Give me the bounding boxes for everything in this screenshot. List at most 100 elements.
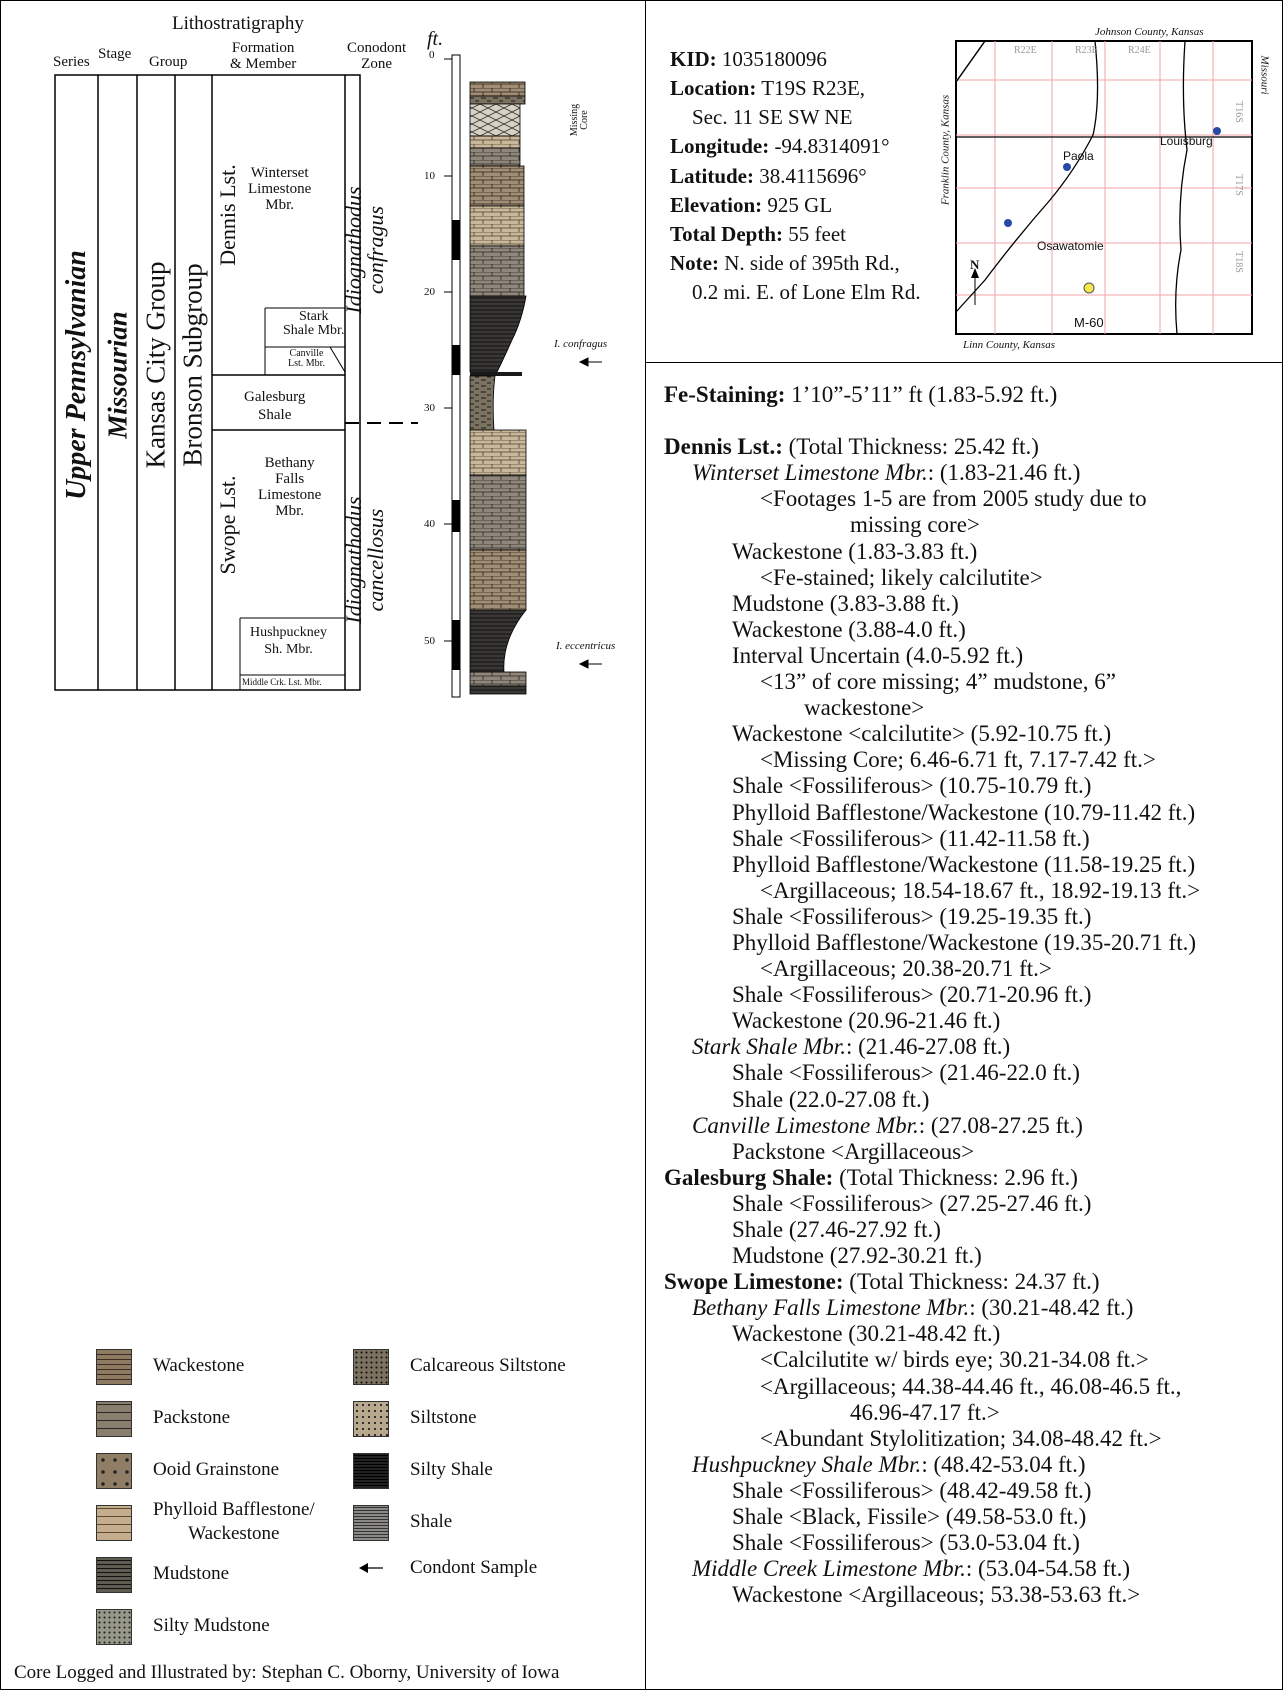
litho-unit xyxy=(469,245,525,297)
description-line: Galesburg Shale: (Total Thickness: 2.96 … xyxy=(664,1165,1200,1191)
legend-swatch-shale xyxy=(353,1505,389,1541)
site-marker xyxy=(1083,282,1095,294)
description-line: Interval Uncertain (4.0-5.92 ft.) xyxy=(664,643,1200,669)
legend-swatch-siltstone xyxy=(353,1401,389,1437)
stage-header: Stage xyxy=(98,46,132,62)
description-heading: Fe-Staining: xyxy=(664,382,786,407)
description-line: <Fe-stained; likely calcilutite> xyxy=(664,565,1200,591)
conodont-zone-upper: Idiognathodus confragus xyxy=(341,186,388,314)
sample-label-eccentricus: I. eccentricus xyxy=(556,640,616,652)
description-text: : (27.08-27.25 ft.) xyxy=(918,1112,1083,1138)
description-line: Shale (27.46-27.92 ft.) xyxy=(664,1217,1200,1243)
location-line-2: Sec. 11 SE SW NE xyxy=(692,105,853,129)
description-line: <Argillaceous; 18.54-18.67 ft., 18.92-19… xyxy=(664,878,1200,904)
description-text: Shale <Fossiliferous> (21.46-22.0 ft.) xyxy=(732,1060,1080,1086)
description-text: Shale <Fossiliferous> (11.42-11.58 ft.) xyxy=(732,825,1090,851)
description-member: Bethany Falls Limestone Mbr. xyxy=(692,1295,970,1321)
description-text: <Argillaceous; 44.38-44.46 ft., 46.08-46… xyxy=(760,1373,1182,1399)
description-line: missing core> xyxy=(664,512,1200,538)
description-line: Wackestone (30.21-48.42 ft.) xyxy=(664,1321,1200,1347)
map-range: R23E xyxy=(1075,45,1098,56)
location-map xyxy=(955,40,1253,335)
kid-line: KID: 1035180096 xyxy=(670,47,827,71)
total-depth-line: Total Depth: 55 feet xyxy=(670,222,846,246)
description-text: 1’10”-5’11” ft (1.83-5.92 ft.) xyxy=(785,382,1058,407)
description-heading: Galesburg Shale: xyxy=(664,1164,834,1190)
description-line: Canville Limestone Mbr.: (27.08-27.25 ft… xyxy=(664,1113,1200,1139)
location-line: Location: T19S R23E, xyxy=(670,76,866,100)
description-line: Bethany Falls Limestone Mbr.: (30.21-48.… xyxy=(664,1295,1200,1321)
conodont-header: Conodont Zone xyxy=(347,40,407,72)
description-line: Winterset Limestone Mbr.: (1.83-21.46 ft… xyxy=(664,460,1200,486)
depth-tick: 30 xyxy=(424,402,435,414)
litho-unit xyxy=(469,609,527,673)
legend-label: Silty Shale xyxy=(410,1459,493,1480)
stage-label: Missourian xyxy=(102,311,133,439)
description-line: Phylloid Bafflestone/Wackestone (11.58-1… xyxy=(664,852,1200,878)
member-winterset: Winterset Limestone Mbr. xyxy=(248,165,312,213)
litho-unit xyxy=(469,474,527,551)
litho-unit xyxy=(469,135,521,149)
map-north-county: Johnson County, Kansas xyxy=(1095,26,1204,38)
legend-arrow-icon xyxy=(359,1563,383,1573)
legend-swatch-packstone xyxy=(96,1401,132,1437)
description-line: Phylloid Bafflestone/Wackestone (10.79-1… xyxy=(664,800,1200,826)
description-text: missing core> xyxy=(850,512,980,538)
description-text: Shale <Fossiliferous> (19.25-19.35 ft.) xyxy=(732,903,1092,929)
description-text: Interval Uncertain (4.0-5.92 ft.) xyxy=(732,642,1024,668)
description-line: Shale <Black, Fissile> (49.58-53.0 ft.) xyxy=(664,1504,1200,1530)
legend-label: Wackestone xyxy=(153,1355,245,1376)
legend-swatch-mudstone xyxy=(96,1557,132,1593)
description-text: Wackestone (30.21-48.42 ft.) xyxy=(732,1321,1001,1347)
description-line: Wackestone <Argillaceous; 53.38-53.63 ft… xyxy=(664,1582,1200,1608)
depth-tick: 0 xyxy=(429,49,435,61)
depth-tick: 40 xyxy=(424,518,435,530)
description-text: Wackestone <calcilutite> (5.92-10.75 ft.… xyxy=(732,721,1112,747)
description-member: Stark Shale Mbr. xyxy=(692,1034,846,1060)
map-site-label: M-60 xyxy=(1074,315,1104,330)
description-text: <Argillaceous; 20.38-20.71 ft.> xyxy=(760,956,1052,982)
description-text: <Abundant Stylolitization; 34.08-48.42 f… xyxy=(760,1425,1162,1451)
depth-tick: 10 xyxy=(424,170,435,182)
description-line: Shale <Fossiliferous> (11.42-11.58 ft.) xyxy=(664,826,1200,852)
description-text: <Calcilutite w/ birds eye; 30.21-34.08 f… xyxy=(760,1347,1149,1373)
map-town-osawatomie: Osawatomie xyxy=(1037,239,1104,253)
core-description: Fe-Staining: 1’10”-5’11” ft (1.83-5.92 f… xyxy=(664,382,1200,1608)
description-member: Canville Limestone Mbr. xyxy=(692,1112,919,1138)
description-text: <13” of core missing; 4” mudstone, 6” xyxy=(760,669,1116,695)
subgroup-label: Bronson Subgroup xyxy=(177,263,208,467)
legend-label: Silty Mudstone xyxy=(153,1615,270,1636)
member-canville: Canville Lst. Mbr. xyxy=(288,348,325,369)
description-text: : (48.42-53.04 ft.) xyxy=(921,1451,1086,1477)
legend-label: Condont Sample xyxy=(410,1557,538,1578)
legend-swatch-ooid-grainstone xyxy=(96,1453,132,1489)
description-line: Shale <Fossiliferous> (48.42-49.58 ft.) xyxy=(664,1478,1200,1504)
description-line: Mudstone (3.83-3.88 ft.) xyxy=(664,591,1200,617)
description-line: Middle Creek Limestone Mbr.: (53.04-54.5… xyxy=(664,1556,1200,1582)
description-line: Shale <Fossiliferous> (27.25-27.46 ft.) xyxy=(664,1191,1200,1217)
map-east-state: Missouri xyxy=(1258,55,1271,95)
description-text: (Total Thickness: 2.96 ft.) xyxy=(833,1164,1078,1190)
description-text: : (1.83-21.46 ft.) xyxy=(927,460,1081,486)
description-line: Dennis Lst.: (Total Thickness: 25.42 ft.… xyxy=(664,434,1200,460)
description-line: Wackestone (1.83-3.83 ft.) xyxy=(664,539,1200,565)
description-line: Fe-Staining: 1’10”-5’11” ft (1.83-5.92 f… xyxy=(664,382,1200,408)
legend-label: Ooid Grainstone xyxy=(153,1459,280,1480)
legend-label: Mudstone xyxy=(153,1563,229,1584)
litho-unit xyxy=(469,165,525,207)
description-line: Mudstone (27.92-30.21 ft.) xyxy=(664,1243,1200,1269)
conodont-zone-lower: Idiognathodus cancellosus xyxy=(341,496,388,624)
missing-core-label: Missing Core xyxy=(569,103,590,137)
description-line: <Footages 1-5 are from 2005 study due to xyxy=(664,486,1200,512)
description-line xyxy=(664,408,1200,434)
description-text: : (30.21-48.42 ft.) xyxy=(969,1295,1134,1321)
litho-unit xyxy=(469,295,527,373)
formation-label-dennis: Dennis Lst. xyxy=(215,164,240,266)
ft-header: ft. xyxy=(427,28,444,50)
description-text: Shale <Fossiliferous> (20.71-20.96 ft.) xyxy=(732,982,1092,1008)
sample-arrow xyxy=(578,357,602,669)
member-stark: Stark Shale Mbr. xyxy=(283,309,345,338)
litho-unit xyxy=(469,81,526,97)
description-line: 46.96-47.17 ft.> xyxy=(664,1400,1200,1426)
description-member: Middle Creek Limestone Mbr. xyxy=(692,1556,966,1582)
